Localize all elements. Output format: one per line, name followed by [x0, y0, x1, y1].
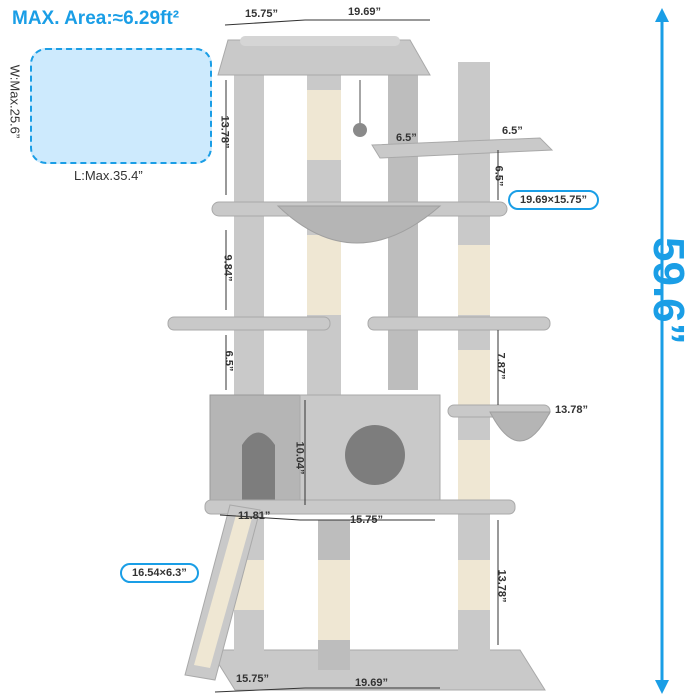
condo-width-label: 15.75”: [350, 514, 384, 526]
inset-width-label: W:Max.25.6”: [7, 64, 23, 139]
dimension-lines: [214, 19, 499, 693]
right-platform: [367, 316, 551, 331]
inset-length-label: L:Max.35.4”: [74, 168, 143, 183]
lower-post-height-label: 13.78”: [495, 569, 508, 603]
top-bed: [217, 36, 431, 137]
height-arrow: [655, 8, 669, 694]
perch-width-right-label: 6.5”: [502, 125, 523, 137]
base-width-label: 19.69”: [355, 677, 389, 689]
posts: [234, 50, 490, 670]
top-width-label: 19.69”: [348, 6, 382, 18]
overall-height-label: 59.6”: [644, 237, 693, 345]
condo-depth-label: 11.81”: [238, 510, 271, 522]
max-area-title: MAX. Area:≈6.29ft²: [12, 8, 180, 29]
hammock-inset: [30, 48, 212, 164]
upper-post-height-label: 13.78”: [218, 115, 231, 149]
perch-height-label: 6.5”: [492, 165, 505, 187]
hammock: [211, 201, 508, 244]
mid-post-height-label: 9.84”: [221, 254, 234, 282]
upper-perch: [371, 137, 554, 159]
hammock-size-label: 19.69×15.75”: [508, 190, 599, 210]
ramp-size-label: 16.54×6.3”: [120, 563, 199, 583]
condo-height-label: 10.04”: [293, 441, 306, 475]
basket: [447, 404, 551, 442]
condo: [204, 394, 516, 515]
top-depth-label: 15.75”: [245, 8, 279, 20]
left-platform: [167, 316, 331, 331]
base-depth-label: 15.75”: [236, 673, 270, 685]
platform-gap-height-label: 6.5”: [222, 350, 235, 372]
basket-width-label: 13.78”: [555, 404, 589, 416]
right-post-height-label: 7.87”: [494, 352, 507, 380]
ramp: [184, 504, 261, 681]
perch-width-left-label: 6.5”: [396, 132, 417, 144]
